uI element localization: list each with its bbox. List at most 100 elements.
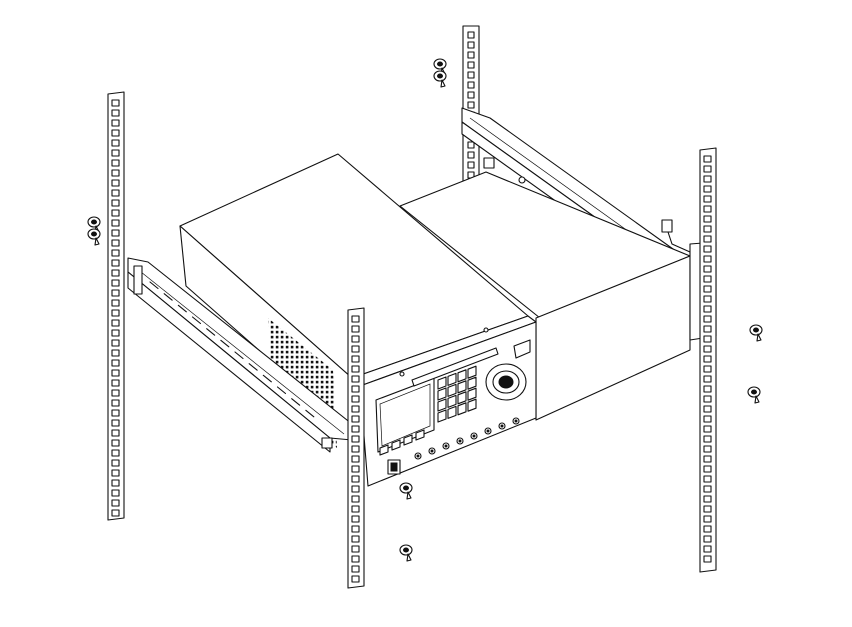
bracket-slot xyxy=(291,398,301,406)
rack-hole xyxy=(111,309,120,317)
rack-hole xyxy=(703,295,712,303)
rack-hole xyxy=(703,305,712,313)
rack-hole xyxy=(111,189,120,197)
rack-hole xyxy=(351,415,360,423)
rack-hole xyxy=(467,161,475,169)
rack-rail-front-center xyxy=(347,307,365,589)
rack-hole xyxy=(111,419,120,427)
rack-hole xyxy=(703,345,712,353)
rack-hole xyxy=(351,545,360,553)
rack-hole xyxy=(111,239,120,247)
rack-hole xyxy=(111,139,120,147)
terminal-jack-center xyxy=(500,424,504,428)
rack-hole xyxy=(703,285,712,293)
rack-hole xyxy=(703,525,712,533)
rack-hole xyxy=(111,219,120,227)
rack-hole xyxy=(111,149,120,157)
rack-hole xyxy=(111,349,120,357)
rack-hole xyxy=(111,319,120,327)
rack-hole xyxy=(111,259,120,267)
rack-hole xyxy=(111,249,120,257)
rack-hole xyxy=(351,515,360,523)
rack-rail-back xyxy=(462,25,480,187)
rack-hole xyxy=(351,555,360,563)
side-bracket-left xyxy=(127,257,353,453)
terminal-jack-center xyxy=(430,449,434,453)
rack-hole xyxy=(351,575,360,583)
rack-hole xyxy=(351,355,360,363)
rack-hole xyxy=(351,325,360,333)
rack-hole xyxy=(703,395,712,403)
rack-hole xyxy=(703,315,712,323)
rack-hole xyxy=(703,275,712,283)
rack-hole xyxy=(111,129,120,137)
rack-hole xyxy=(351,475,360,483)
rack-hole xyxy=(467,41,475,49)
rack-hole xyxy=(703,265,712,273)
rack-hole xyxy=(111,389,120,397)
rack-hole xyxy=(467,101,475,109)
rack-hole xyxy=(467,71,475,79)
rack-hole xyxy=(703,535,712,543)
rack-hole xyxy=(703,225,712,233)
terminal-jack-center xyxy=(458,439,462,443)
rack-hole xyxy=(703,505,712,513)
rack-hole xyxy=(467,51,475,59)
rack-hole xyxy=(111,359,120,367)
rack-hole xyxy=(703,485,712,493)
rack-hole xyxy=(703,475,712,483)
screw-icon xyxy=(399,544,413,562)
bracket-slot xyxy=(248,363,258,371)
rack-hole xyxy=(351,525,360,533)
bracket-slot xyxy=(191,316,202,325)
rack-hole xyxy=(351,365,360,373)
rack-rail-right xyxy=(699,147,717,573)
rack-hole xyxy=(703,245,712,253)
rack-hole xyxy=(703,155,712,163)
bracket-slot xyxy=(163,293,173,301)
rack-hole xyxy=(351,565,360,573)
screw-icon xyxy=(399,482,413,500)
rack-hole xyxy=(703,385,712,393)
panel-button xyxy=(447,405,457,419)
rack-hole xyxy=(703,465,712,473)
panel-button xyxy=(457,391,467,405)
rack-hole xyxy=(351,465,360,473)
screw-icon xyxy=(747,386,761,404)
rack-hole xyxy=(703,255,712,263)
terminal-jack-center xyxy=(472,434,476,438)
rack-hole xyxy=(703,165,712,173)
rack-hole xyxy=(467,31,475,39)
rack-hole xyxy=(111,99,120,107)
panel-button xyxy=(457,402,467,416)
screw-icon xyxy=(749,324,763,342)
panel-button xyxy=(457,380,467,394)
rack-hole xyxy=(351,495,360,503)
rack-hole xyxy=(111,159,120,167)
bracket-slot xyxy=(305,409,315,418)
rack-hole xyxy=(111,429,120,437)
rack-hole xyxy=(703,415,712,423)
panel-button xyxy=(437,387,447,401)
bracket-slot xyxy=(276,386,287,395)
rack-hole xyxy=(111,489,120,497)
button-grid xyxy=(437,365,477,423)
rack-hole xyxy=(111,479,120,487)
rack-hole xyxy=(703,215,712,223)
panel-button xyxy=(467,398,477,412)
rack-hole xyxy=(467,81,475,89)
terminal-jack-center xyxy=(486,429,490,433)
screw-icon xyxy=(433,70,447,88)
rack-hole xyxy=(111,279,120,287)
rack-hole xyxy=(111,399,120,407)
rack-hole xyxy=(111,339,120,347)
screw-icon xyxy=(87,228,101,246)
panel-button xyxy=(467,387,477,401)
rack-hole xyxy=(703,195,712,203)
rack-hole xyxy=(703,545,712,553)
rack-hole xyxy=(111,229,120,237)
rack-hole xyxy=(351,485,360,493)
rack-hole xyxy=(351,405,360,413)
rack-hole xyxy=(703,205,712,213)
rack-hole xyxy=(111,109,120,117)
